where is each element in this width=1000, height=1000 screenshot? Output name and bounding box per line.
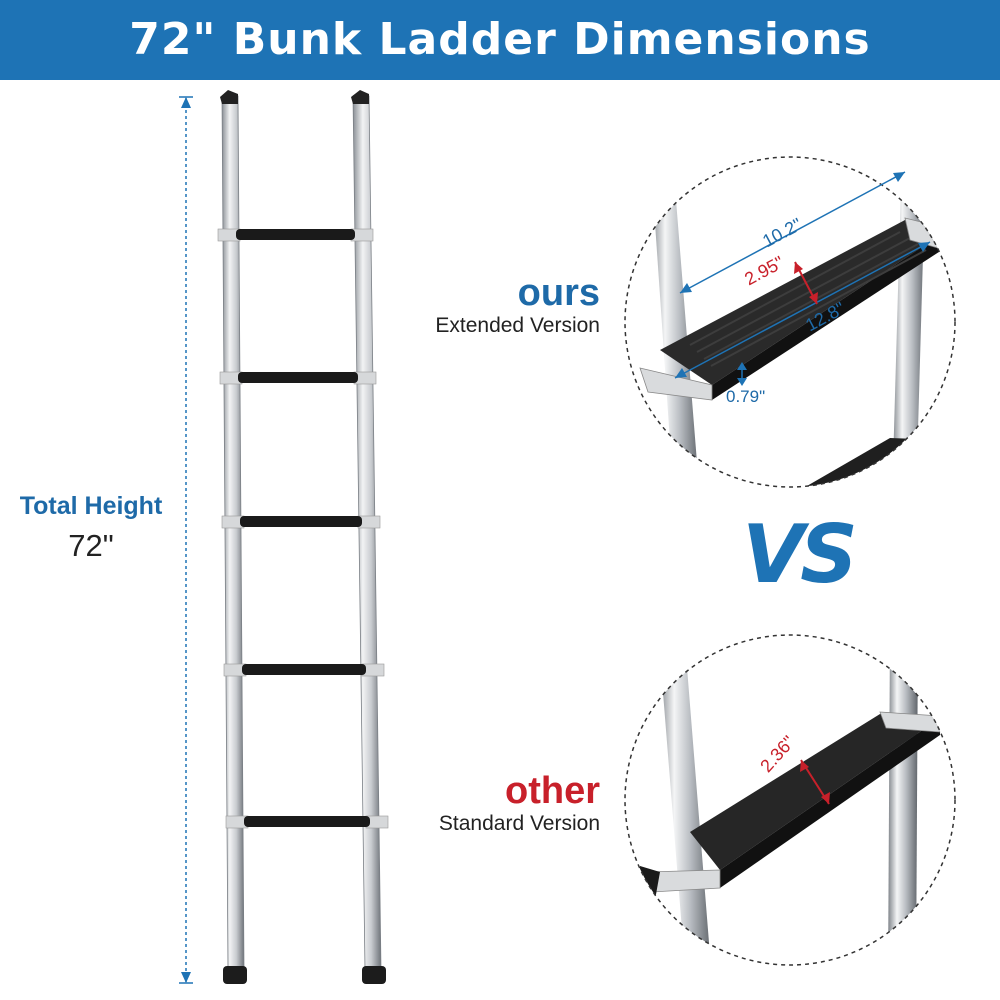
- ours-zoom-circle-border: [624, 156, 956, 488]
- ladder-right-rail: [351, 90, 386, 984]
- vs-label: VS: [742, 508, 854, 601]
- other-label: other: [505, 770, 600, 812]
- total-height-dimension-line: [179, 96, 193, 984]
- ladder-rung: [225, 815, 389, 829]
- total-height-label: Total Height: [19, 492, 163, 520]
- width-dimension-arrow: [679, 171, 906, 294]
- ours-label: ours: [517, 272, 600, 314]
- ladder-rung: [219, 371, 377, 385]
- ours-thickness-label: 0.79": [726, 387, 765, 406]
- other-sublabel: Standard Version: [438, 812, 600, 835]
- length-dimension-arrow: [674, 241, 931, 379]
- other-zoom-detail: 2.36": [624, 634, 956, 966]
- ladder-rung: [223, 663, 385, 677]
- ladder-rung: [217, 228, 374, 242]
- ours-sublabel: Extended Version: [435, 314, 600, 337]
- right-foot-cap: [362, 966, 386, 984]
- ladder-left-rail: [220, 90, 247, 984]
- other-zoom-circle-border: [624, 634, 956, 966]
- vs-icon: VS: [742, 508, 858, 601]
- ladder-rung: [221, 515, 381, 529]
- left-foot-cap: [223, 966, 247, 984]
- ladder-rungs: [217, 228, 389, 829]
- ours-zoom-detail: 10.2" 2.95" 12.8" 0.79": [624, 156, 956, 488]
- title-banner: [0, 0, 1000, 80]
- page-title: 72" Bunk Ladder Dimensions: [129, 14, 871, 65]
- total-height-value: 72": [68, 528, 114, 563]
